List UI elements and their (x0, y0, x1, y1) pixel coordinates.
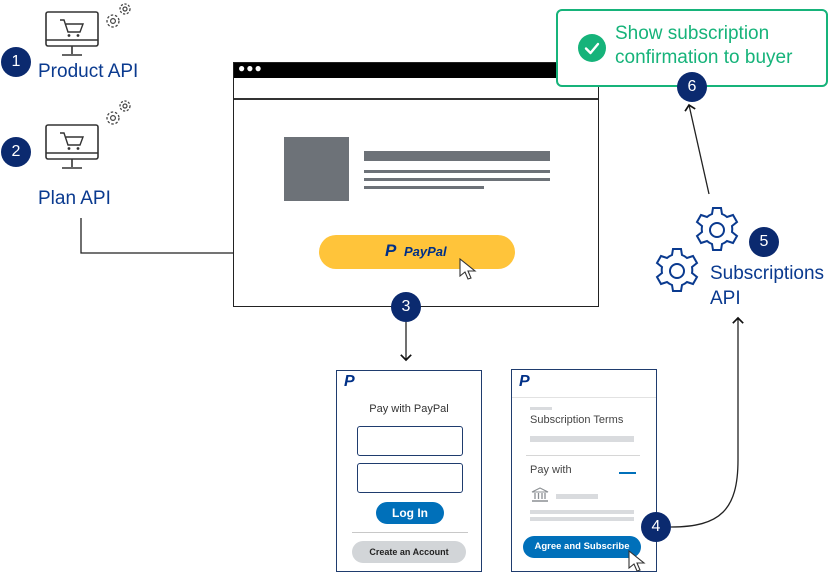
password-field[interactable] (357, 463, 463, 493)
step4-to-subscriptions-arrow (670, 316, 744, 528)
step-6-badge: 6 (677, 72, 707, 102)
plan-api-node: 2 Plan API (0, 96, 200, 216)
subscriptions-to-step6-arrow (684, 103, 710, 195)
confirmation-text-line2: confirmation to buyer (615, 47, 793, 68)
agree-and-subscribe-button[interactable]: Agree and Subscribe (523, 536, 641, 558)
email-field[interactable] (357, 426, 463, 456)
terms-detail-bar (530, 436, 634, 442)
plan-api-label: Plan API (38, 188, 111, 209)
paypal-logo-icon: P (519, 373, 530, 390)
paypal-subscribe-card: P Subscription Terms Pay with Agree and … (511, 369, 657, 572)
product-api-node: 1 Product API (0, 0, 200, 90)
step-3-badge: 3 (391, 292, 421, 322)
computer-cart-icon (44, 10, 100, 65)
product-text-line (364, 170, 550, 173)
change-link-bar[interactable] (619, 472, 636, 474)
product-api-label: Product API (38, 61, 139, 82)
gear-icon (102, 0, 136, 39)
step-4-badge: 4 (641, 512, 671, 542)
step-5-badge: 5 (749, 227, 779, 257)
section-divider (526, 455, 640, 456)
checkmark-icon (578, 34, 606, 62)
paypal-mark-icon: P (385, 241, 397, 260)
paypal-checkout-button[interactable]: P PayPal (319, 235, 515, 269)
subscriptions-api-label-line2: API (710, 288, 741, 309)
paypal-wordmark: PayPal (404, 244, 447, 259)
cursor-icon (458, 257, 482, 286)
step-2-badge: 2 (1, 137, 31, 167)
terms-accent-bar (530, 407, 552, 410)
funding-detail-bar (530, 517, 634, 521)
product-text-line (364, 178, 550, 181)
gear-icon (102, 97, 136, 136)
paypal-login-card: P Pay with PayPal Log In Create an Accou… (336, 370, 482, 572)
subscriptions-api-label-line1: Subscriptions (710, 263, 825, 284)
login-card-title: Pay with PayPal (369, 403, 449, 415)
card-header-divider (512, 397, 656, 398)
login-divider (352, 532, 468, 533)
confirmation-text-line1: Show subscription (615, 23, 770, 44)
gear-icon (652, 246, 702, 301)
bank-icon (531, 487, 549, 508)
browser-titlebar: ●●● (234, 61, 598, 78)
subscriptions-api-node: 5 Subscriptions API (650, 200, 831, 315)
bank-name-bar (556, 494, 598, 499)
paypal-logo-icon: P (344, 373, 355, 390)
funding-detail-bar (530, 510, 634, 514)
gear-icon (692, 205, 742, 260)
pay-with-label: Pay with (530, 464, 572, 476)
window-dots: ●●● (238, 61, 263, 75)
step-1-badge: 1 (1, 47, 31, 77)
product-text-line (364, 186, 484, 189)
browser-window: ●●● (233, 61, 599, 307)
browser-toolbar-divider (234, 98, 598, 100)
subscription-terms-label: Subscription Terms (530, 414, 624, 426)
cursor-icon (627, 549, 651, 578)
computer-cart-icon (44, 123, 100, 178)
create-account-button[interactable]: Create an Account (352, 541, 466, 563)
login-button[interactable]: Log In (376, 502, 444, 524)
product-title-bar (364, 151, 550, 161)
product-image-placeholder (284, 137, 349, 201)
